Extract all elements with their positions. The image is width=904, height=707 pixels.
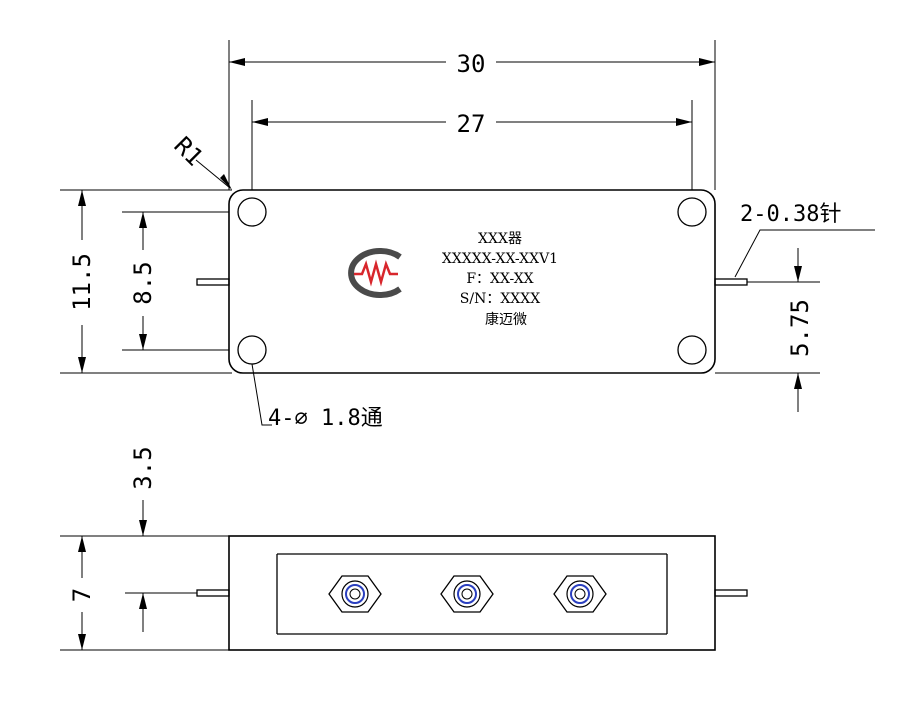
hole-callout: 4-⌀ 1.8通 bbox=[268, 406, 383, 431]
dim-thickness: 7 bbox=[68, 588, 96, 602]
dim-pin-height: 5.75 bbox=[786, 299, 814, 357]
pin-left-top-view bbox=[196, 278, 230, 286]
corner-radius-leader bbox=[195, 159, 231, 189]
dim-pin-offset: 3.5 bbox=[129, 446, 157, 489]
mounting-hole bbox=[677, 335, 707, 365]
label-model-number: XXXXX-XX-XXV1 bbox=[442, 251, 558, 267]
label-company-name: 康迈微 bbox=[485, 311, 527, 328]
dim-hole-spacing-x: 27 bbox=[457, 110, 486, 138]
sma-connector-icon bbox=[328, 575, 382, 613]
dim-overall-height: 11.5 bbox=[68, 253, 96, 311]
dim-hole-spacing-y: 8.5 bbox=[129, 261, 157, 304]
sma-connector-icon bbox=[440, 575, 494, 613]
mounting-hole bbox=[677, 197, 707, 227]
pin-right-top-view bbox=[714, 278, 748, 286]
label-serial-number: S/N：XXXX bbox=[460, 291, 540, 307]
company-logo-icon bbox=[348, 248, 402, 298]
sma-connector-icon bbox=[553, 575, 607, 613]
label-product-type: XXX器 bbox=[478, 231, 522, 247]
label-frequency: F：XX-XX bbox=[466, 271, 533, 287]
pin-right-side-view bbox=[714, 589, 748, 597]
pin-callout-leader bbox=[734, 229, 875, 278]
mounting-hole bbox=[237, 197, 267, 227]
pin-left-side-view bbox=[196, 589, 230, 597]
pin-callout: 2-0.38针 bbox=[740, 202, 841, 227]
dim-overall-length: 30 bbox=[457, 50, 486, 78]
hole-callout-leader bbox=[251, 363, 272, 426]
